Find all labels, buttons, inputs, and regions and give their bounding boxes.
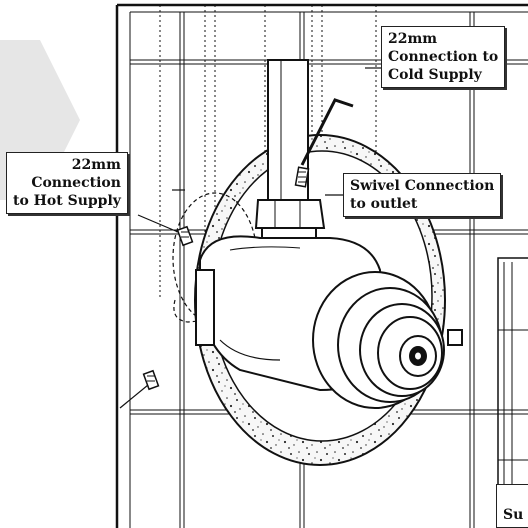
label-partial-cutoff: I Su xyxy=(496,484,528,528)
label-cold-supply: 22mm Connection to Cold Supply xyxy=(381,26,506,88)
label-hot-line-1: 22mm xyxy=(71,157,121,173)
label-hot-line-3: to Hot Supply xyxy=(13,193,121,209)
control-cartridge xyxy=(312,271,463,409)
label-partial-line-1: I xyxy=(503,488,528,506)
grub-screw-lower xyxy=(142,369,160,391)
label-cold-line-1: 22mm xyxy=(388,31,438,47)
label-hot-line-2: Connection xyxy=(31,175,121,191)
label-cold-line-3: Cold Supply xyxy=(388,67,482,83)
label-swivel-line-1: Swivel Connection xyxy=(350,178,495,194)
right-inset xyxy=(497,257,528,499)
label-swivel-line-2: to outlet xyxy=(350,196,418,212)
swivel-nut xyxy=(254,199,326,243)
grub-screw-hot xyxy=(176,225,194,247)
label-swivel-connection: Swivel Connection to outlet xyxy=(343,173,502,217)
label-hot-supply: 22mm Connection to Hot Supply xyxy=(6,152,128,214)
label-cold-line-2: Connection to xyxy=(388,49,499,65)
leader-lines xyxy=(119,67,381,409)
label-partial-line-2: Su xyxy=(503,507,524,523)
allen-key xyxy=(300,98,354,166)
grub-screw-top xyxy=(294,166,310,188)
